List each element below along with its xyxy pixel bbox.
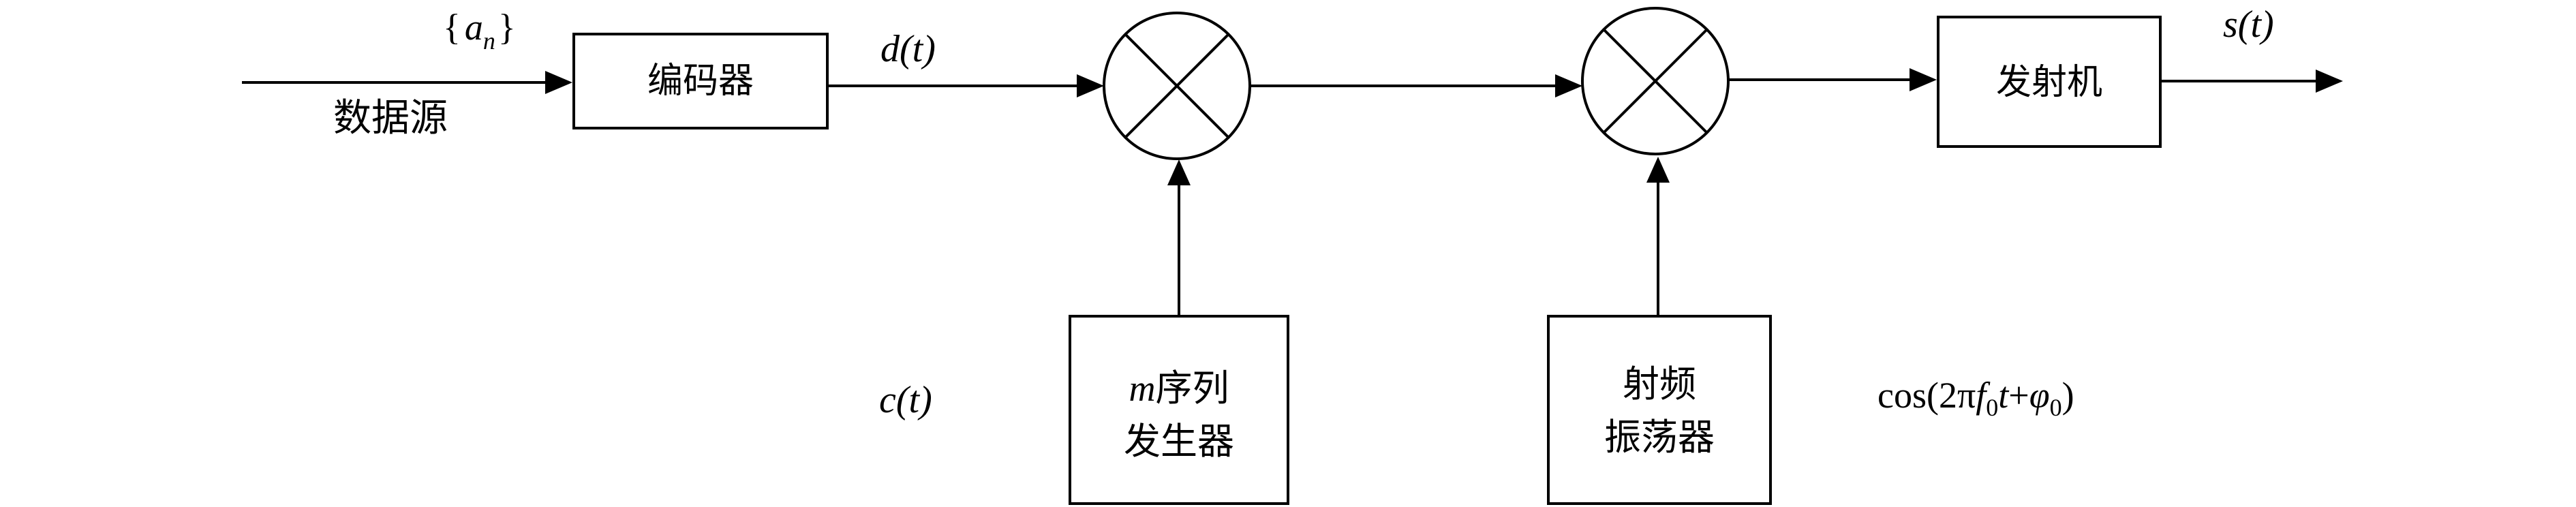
encoder-label: 编码器 (647, 61, 754, 102)
data-source-label: 数据源 (333, 96, 448, 140)
spread-signal-arrowhead (1555, 74, 1582, 97)
s-t-label: s(t) (2223, 3, 2274, 46)
carrier-expression-label: cos(2πf0t+φ0) (1877, 375, 2074, 421)
m-sequence-label-line2: 发生器 (1124, 420, 1234, 463)
transmitter-label: 发射机 (1996, 62, 2102, 103)
c-t-label: c(t) (879, 379, 932, 421)
rf-oscillator-block (1547, 315, 1772, 505)
dt-arrowhead (1077, 74, 1104, 97)
transmitter-block (1937, 16, 2162, 148)
m-sequence-generator-block (1069, 315, 1289, 505)
output-arrowhead (2316, 70, 2343, 93)
encoder-block (572, 33, 829, 129)
input-arrowhead (545, 71, 572, 94)
d-t-label: d(t) (880, 28, 936, 70)
rf-oscillator-label-line1: 射频 (1623, 363, 1696, 405)
rf-oscillator-label-line2: 振荡器 (1604, 416, 1715, 459)
multiplier-1 (1103, 12, 1251, 160)
multiplier-2 (1581, 7, 1730, 155)
modulated-signal-arrowhead (1910, 68, 1937, 91)
m-sequence-label-line1: m序列 (1129, 367, 1229, 410)
carrier-arrowhead (1646, 157, 1670, 183)
code-arrowhead (1167, 159, 1191, 185)
a-n-label: {an} (443, 7, 516, 55)
